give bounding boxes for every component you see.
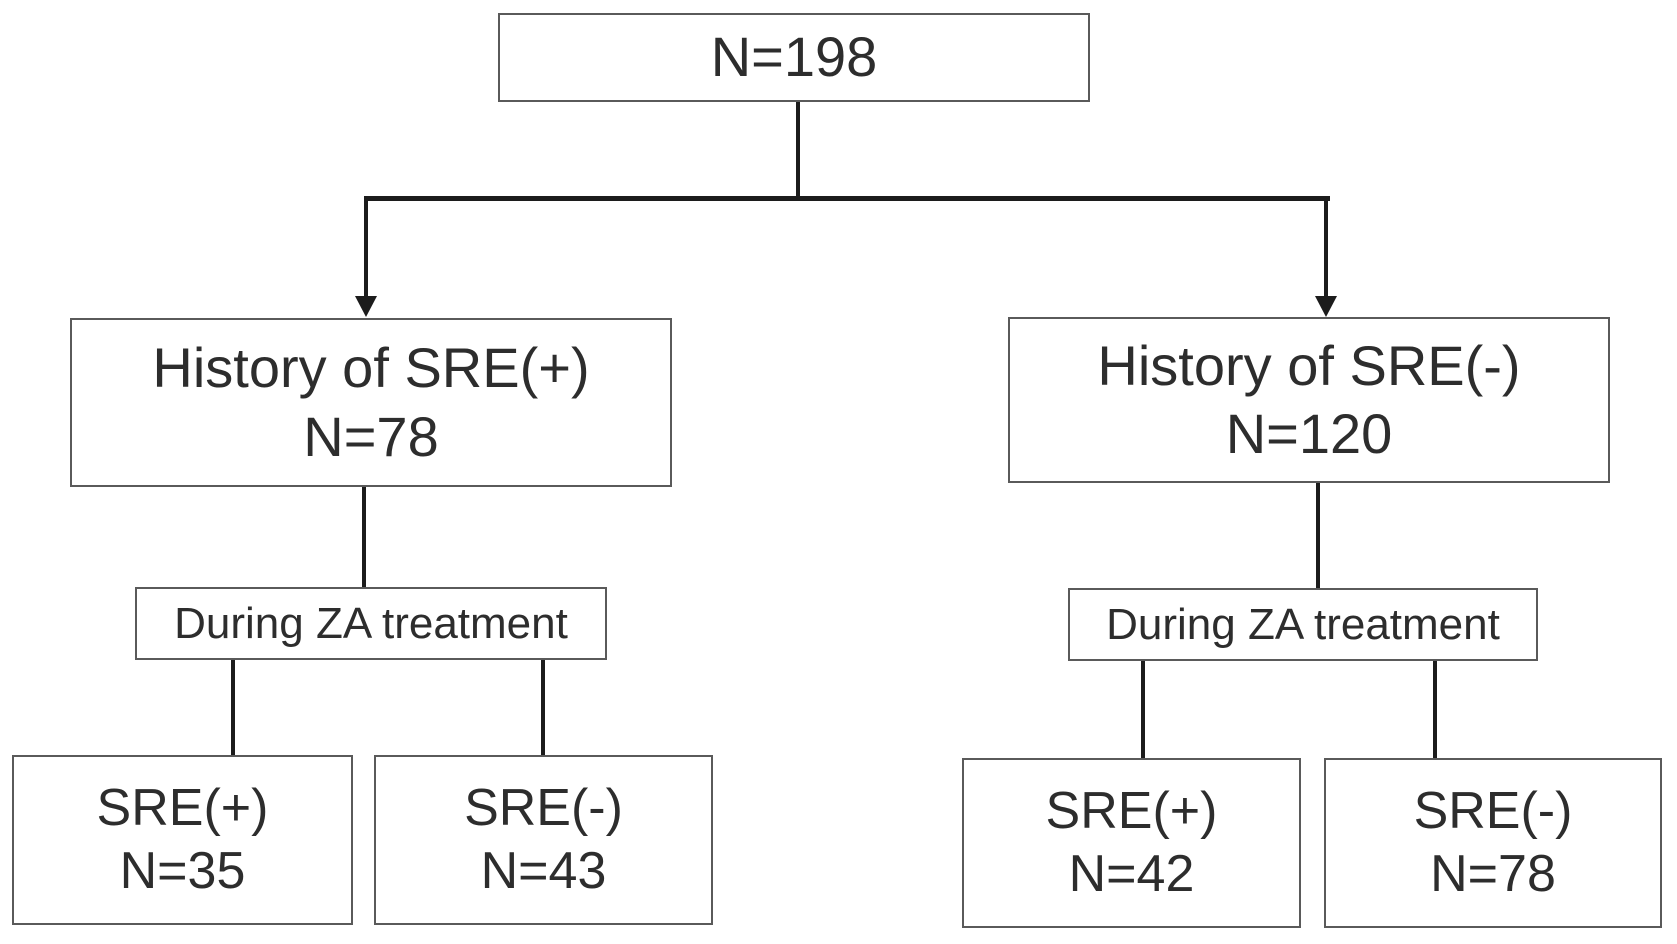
connector-zaright-to-sre78: [1433, 661, 1437, 758]
node-sre-negative-n78-title: SRE(-): [1413, 781, 1573, 840]
node-sre-positive-n35-title: SRE(+): [96, 778, 269, 837]
node-sre-positive-n42: SRE(+) N=42: [962, 758, 1301, 928]
connector-left-drop: [364, 196, 368, 298]
node-sre-negative-n43-count: N=43: [480, 842, 607, 900]
node-sre-negative-n78: SRE(-) N=78: [1324, 758, 1662, 928]
node-sre-negative-n43-title: SRE(-): [464, 778, 623, 837]
node-history-sre-positive-count: N=78: [303, 404, 439, 468]
node-sre-positive-n42-count: N=42: [1068, 845, 1195, 903]
node-history-sre-negative-count: N=120: [1225, 402, 1393, 465]
node-total-population: N=198: [498, 13, 1090, 102]
node-sre-positive-n42-title: SRE(+): [1045, 781, 1218, 840]
node-za-treatment-right-label: During ZA treatment: [1106, 599, 1500, 649]
connector-zaright-to-sre42: [1141, 661, 1145, 758]
arrowhead-right-icon: [1315, 296, 1337, 317]
connector-right-drop: [1324, 196, 1328, 298]
node-za-treatment-left: During ZA treatment: [135, 587, 607, 660]
node-za-treatment-left-label: During ZA treatment: [174, 598, 568, 648]
connector-root-stem: [796, 102, 800, 198]
arrowhead-left-icon: [355, 296, 377, 317]
node-sre-positive-n35-count: N=35: [119, 842, 246, 900]
node-history-sre-negative-title: History of SRE(-): [1097, 333, 1521, 397]
node-za-treatment-right: During ZA treatment: [1068, 588, 1538, 661]
node-history-sre-positive-title: History of SRE(+): [152, 336, 590, 400]
node-history-sre-negative: History of SRE(-) N=120: [1008, 317, 1610, 483]
node-sre-negative-n78-count: N=78: [1430, 845, 1556, 903]
connector-histneg-to-za: [1316, 483, 1320, 588]
node-sre-positive-n35: SRE(+) N=35: [12, 755, 353, 925]
connector-horizontal-bar: [364, 196, 1330, 201]
node-total-label: N=198: [710, 25, 878, 89]
connector-zaleft-to-sre35: [231, 660, 235, 755]
node-history-sre-positive: History of SRE(+) N=78: [70, 318, 672, 487]
connector-zaleft-to-sre43: [541, 660, 545, 755]
node-sre-negative-n43: SRE(-) N=43: [374, 755, 713, 925]
connector-histpos-to-za: [362, 487, 366, 587]
